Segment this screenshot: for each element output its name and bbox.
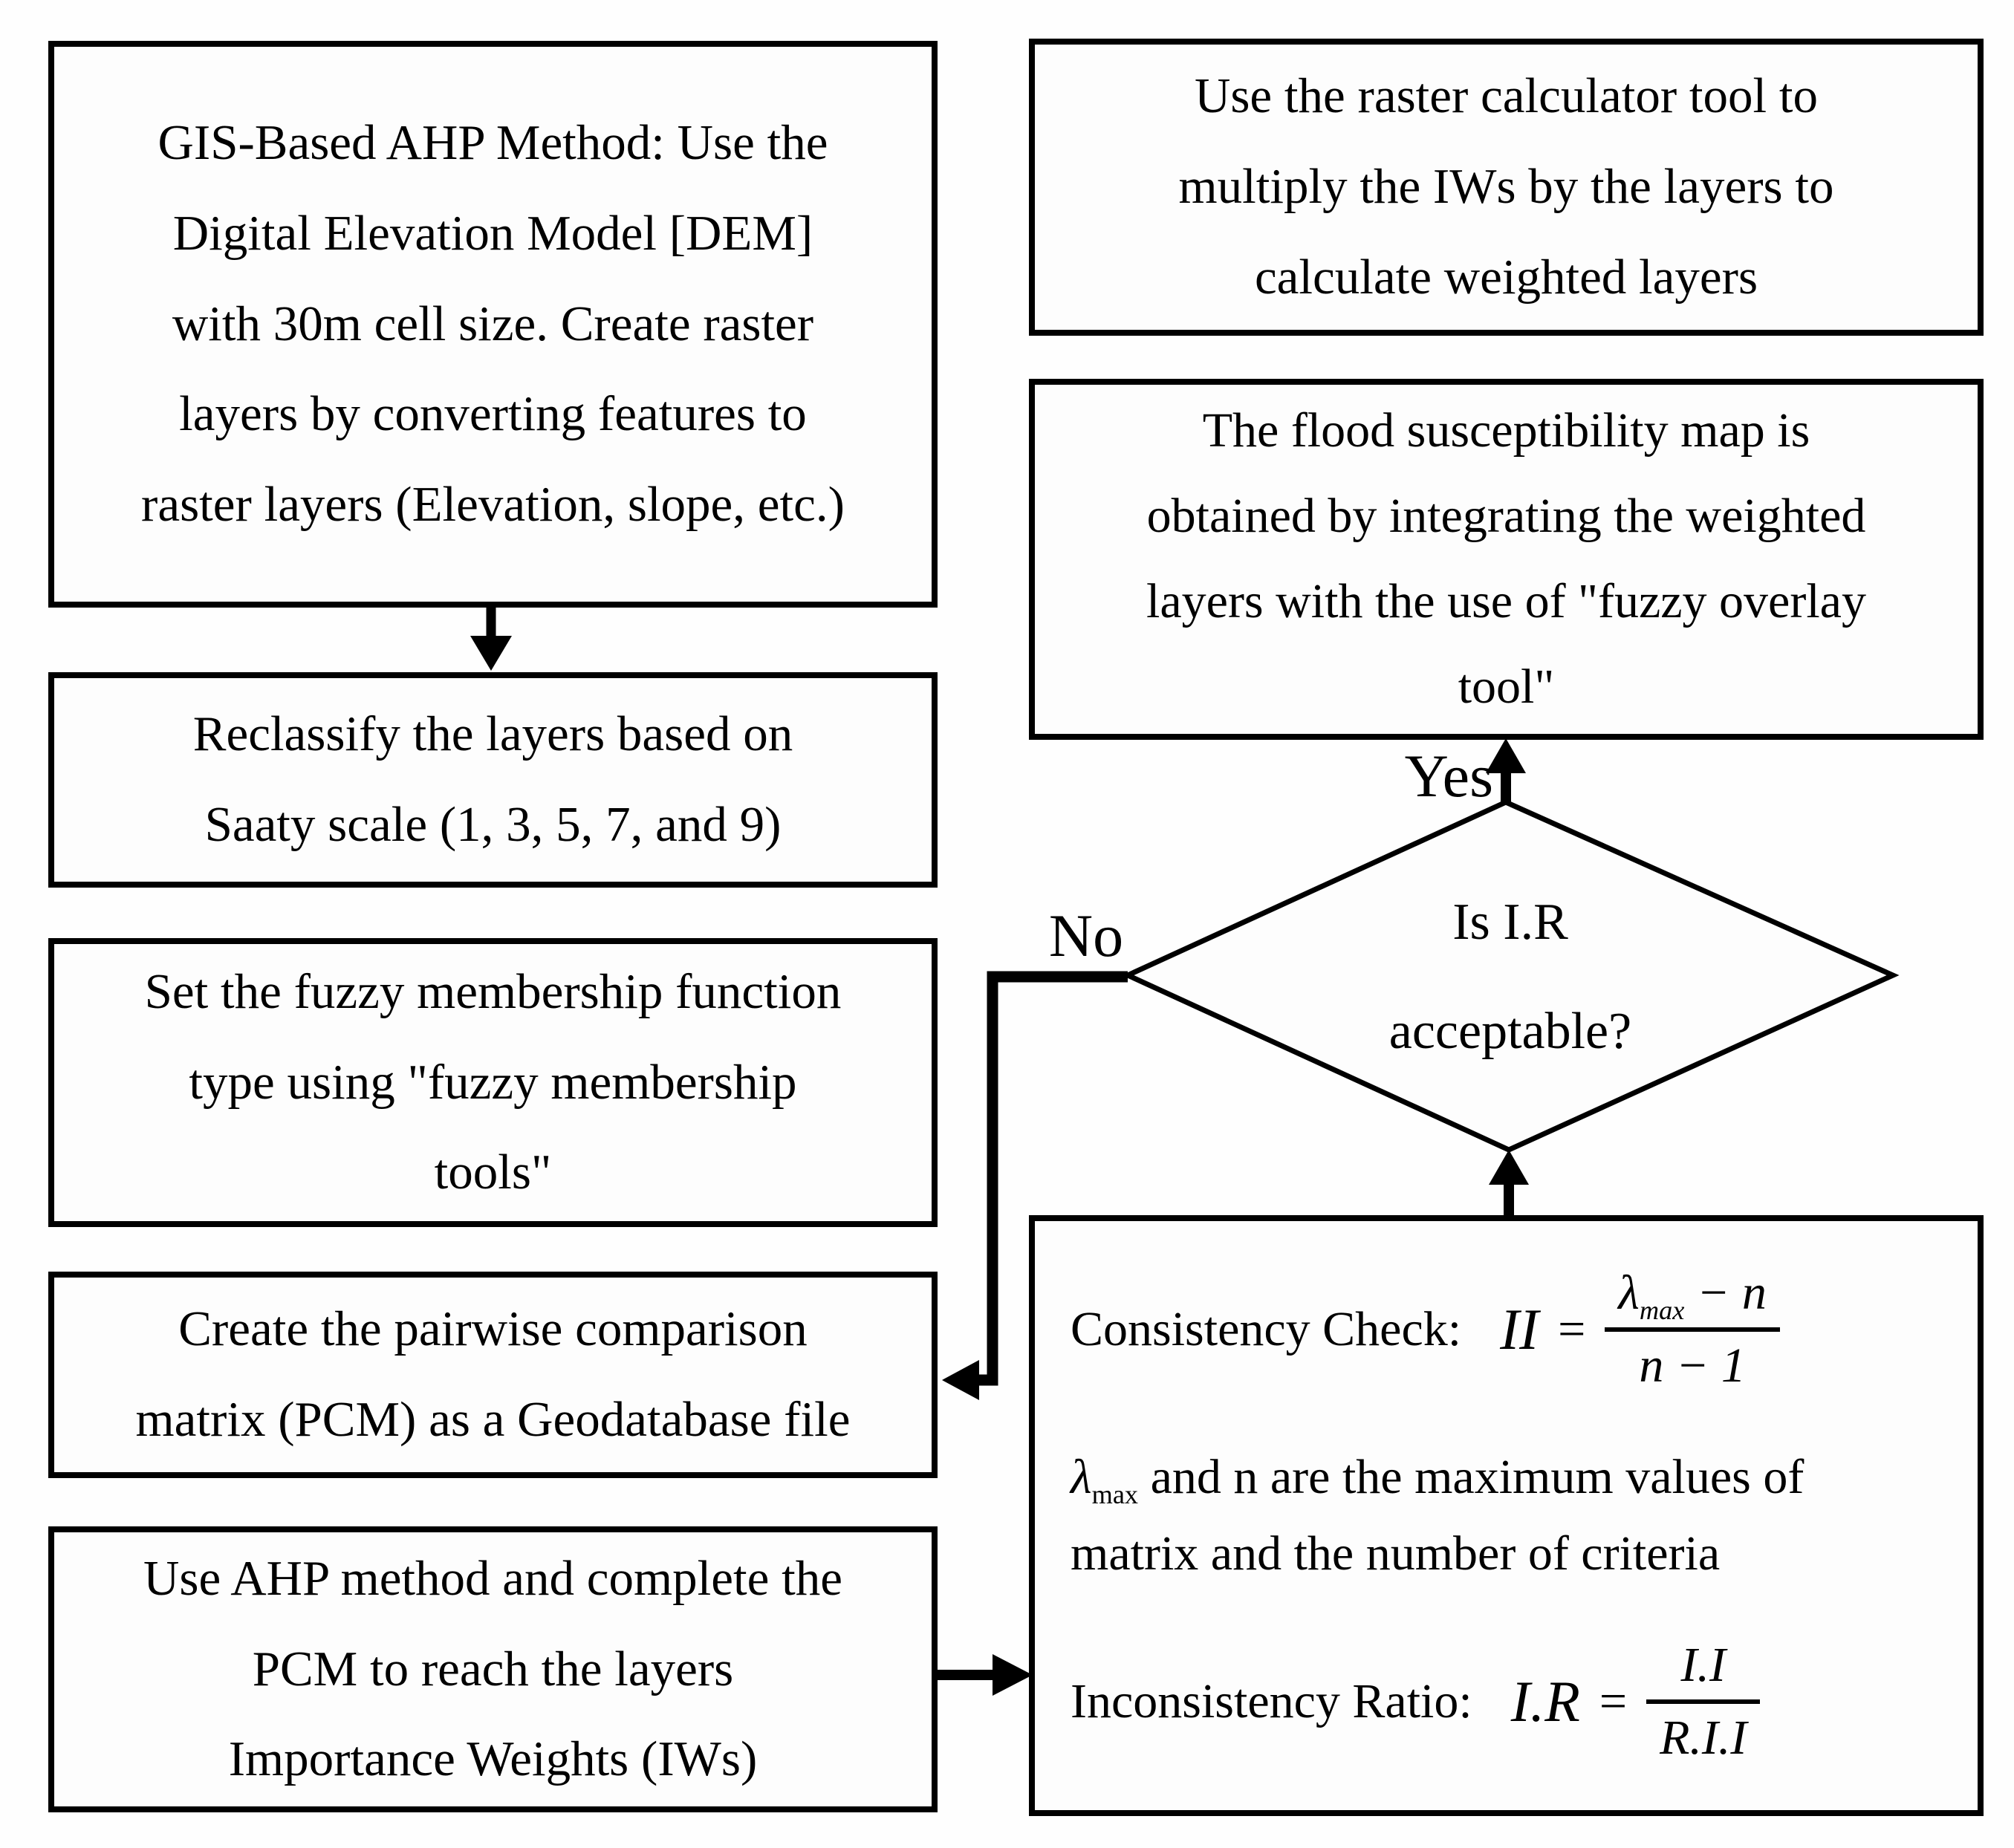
inconsistency-ratio-denominator: R.I.I bbox=[1646, 1699, 1761, 1766]
process-box-gis-ahp-text: GIS-Based AHP Method: Use the Digital El… bbox=[141, 114, 845, 533]
process-box-reclassify: Reclassify the layers based on Saaty sca… bbox=[48, 672, 938, 888]
process-box-raster-calculator-text: Use the raster calculator tool to multip… bbox=[1178, 68, 1834, 305]
consistency-note: λmax and n are the maximum values of mat… bbox=[1071, 1439, 1942, 1592]
inconsistency-ratio-label: Inconsistency Ratio: bbox=[1071, 1674, 1472, 1729]
arrow-decision-no bbox=[942, 971, 1128, 1400]
consistency-note-line2: matrix and the number of criteria bbox=[1071, 1526, 1721, 1581]
arrow-decision-yes bbox=[1486, 738, 1526, 802]
process-box-pcm-text: Create the pairwise comparison matrix (P… bbox=[135, 1301, 851, 1447]
consistency-check-denominator: n − 1 bbox=[1605, 1327, 1780, 1394]
process-box-consistency: Consistency Check: II = λmax − n n − 1 λ… bbox=[1029, 1215, 1984, 1816]
process-box-fuzzy-membership-text: Set the fuzzy membership function type u… bbox=[144, 963, 842, 1200]
inconsistency-ratio-lhs: I.R bbox=[1510, 1669, 1580, 1734]
lambda-subscript: max bbox=[1639, 1295, 1685, 1325]
consistency-check-label: Consistency Check: bbox=[1071, 1301, 1462, 1356]
consistency-check-numerator: λmax − n bbox=[1605, 1265, 1780, 1327]
lambda-symbol: λ bbox=[1071, 1450, 1092, 1505]
inconsistency-ratio-equals: = bbox=[1599, 1674, 1628, 1729]
process-box-ahp-weights-text: Use AHP method and complete the PCM to r… bbox=[143, 1550, 842, 1787]
process-box-raster-calculator: Use the raster calculator tool to multip… bbox=[1029, 39, 1984, 336]
decision-text: Is I.R acceptable? bbox=[1388, 894, 1632, 1060]
consistency-check-equals: = bbox=[1558, 1301, 1586, 1356]
process-box-fuzzy-membership: Set the fuzzy membership function type u… bbox=[48, 938, 938, 1227]
process-box-reclassify-text: Reclassify the layers based on Saaty sca… bbox=[192, 706, 793, 852]
process-box-flood-map: The flood susceptibility map is obtained… bbox=[1029, 379, 1984, 740]
no-label: No bbox=[1048, 902, 1124, 969]
inconsistency-ratio-row: Inconsistency Ratio: I.R = I.I R.I.I bbox=[1071, 1637, 1942, 1766]
lambda-subscript: max bbox=[1091, 1480, 1139, 1510]
arrow-weights-to-consistency bbox=[938, 1654, 1033, 1696]
consistency-note-line1: λmax and n are the maximum values of bbox=[1071, 1439, 1942, 1515]
process-box-flood-map-text: The flood susceptibility map is obtained… bbox=[1146, 403, 1866, 714]
inconsistency-ratio-fraction: I.I R.I.I bbox=[1646, 1637, 1761, 1766]
note-text: and n are the maximum values of bbox=[1138, 1450, 1805, 1505]
consistency-check-fraction: λmax − n n − 1 bbox=[1605, 1265, 1780, 1394]
lambda-symbol: λ bbox=[1618, 1265, 1640, 1320]
inconsistency-ratio-numerator: I.I bbox=[1680, 1638, 1726, 1693]
process-box-gis-ahp: GIS-Based AHP Method: Use the Digital El… bbox=[48, 41, 938, 608]
process-box-pcm: Create the pairwise comparison matrix (P… bbox=[48, 1272, 938, 1478]
arrow-consistency-to-decision bbox=[1489, 1150, 1529, 1215]
numerator-tail: − n bbox=[1684, 1265, 1767, 1320]
process-box-ahp-weights: Use AHP method and complete the PCM to r… bbox=[48, 1526, 938, 1812]
consistency-check-lhs: II bbox=[1500, 1296, 1539, 1361]
yes-label: Yes bbox=[1404, 742, 1493, 810]
consistency-check-row: Consistency Check: II = λmax − n n − 1 bbox=[1071, 1265, 1942, 1394]
arrow-gis-to-reclassify bbox=[470, 608, 512, 671]
